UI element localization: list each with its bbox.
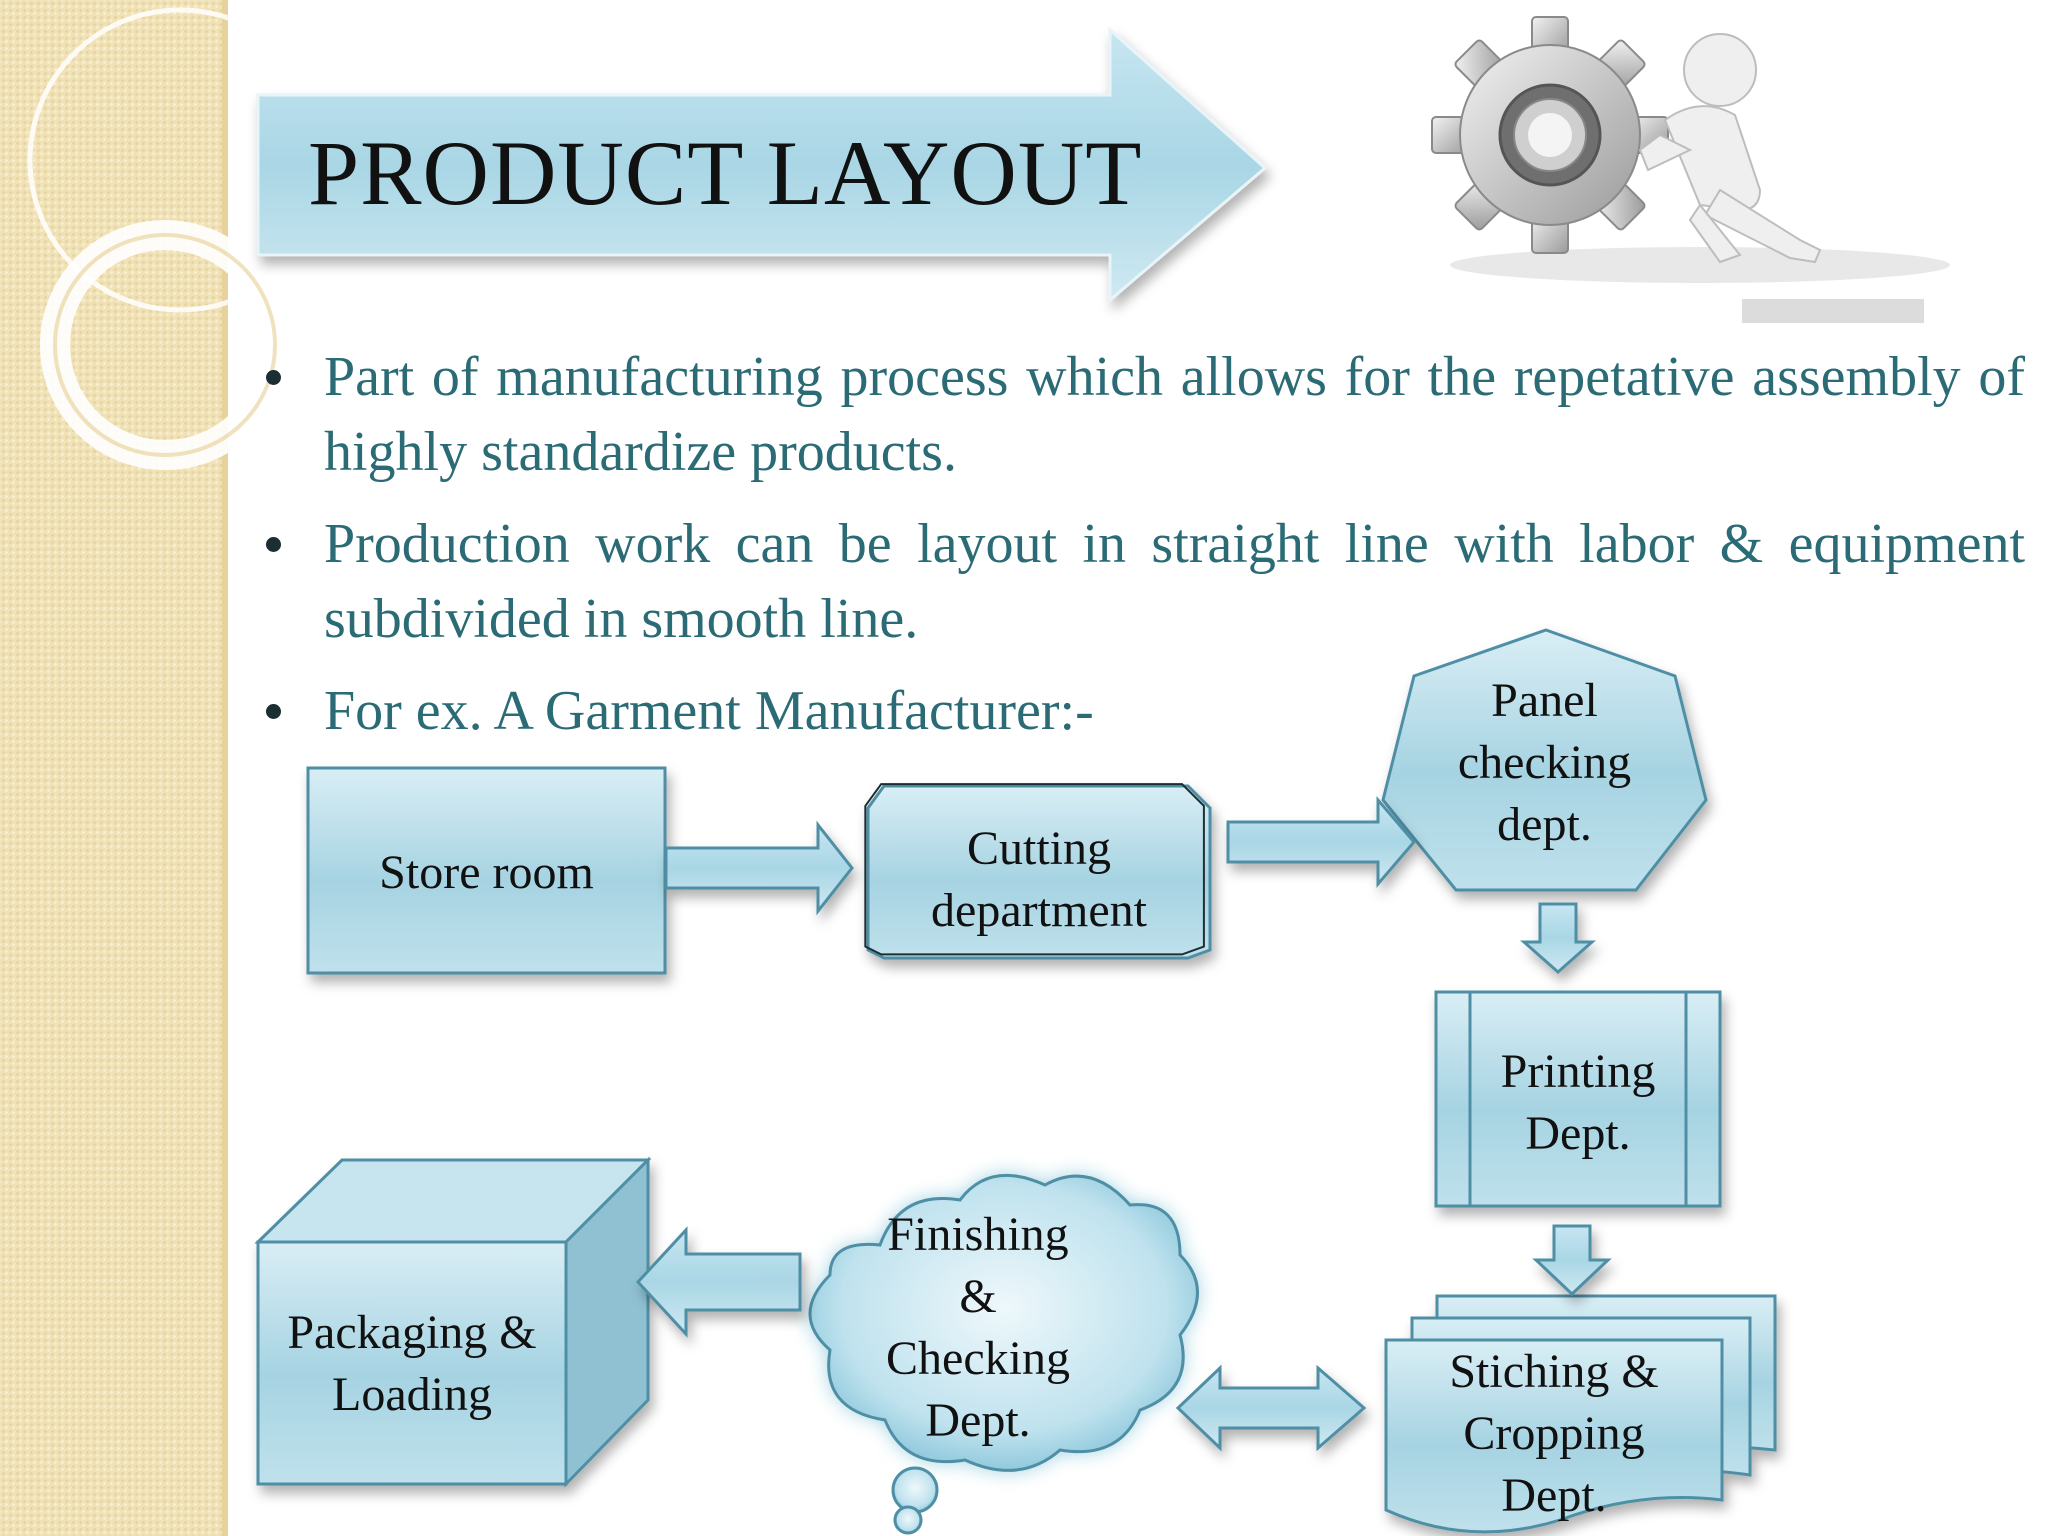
title-banner-arrow [256, 26, 1268, 304]
finishing-cloud-shape [808, 1173, 1199, 1535]
bullet-item: For ex. A Garment Manufacturer:- [260, 674, 2025, 749]
gear-pusher-illustration [1431, 16, 1950, 283]
cutting-department-box [864, 783, 1212, 960]
arrow-stiching-finishing-bidirectional [1175, 1364, 1367, 1452]
bullet-item: Part of manufacturing process which allo… [260, 340, 2025, 490]
packaging-label: Packaging &Loading [287, 1306, 537, 1421]
bullet-text: Part of manufacturing process which allo… [324, 346, 2025, 483]
arrow-printing-to-stiching [1532, 1224, 1612, 1297]
bullet-dot-icon [266, 704, 281, 719]
arrow-panel-to-printing [1520, 902, 1596, 975]
slide-title: PRODUCT LAYOUT [308, 122, 1143, 224]
bullet-item: Production work can be layout in straigh… [260, 507, 2025, 657]
bullet-text: Production work can be layout in straigh… [324, 513, 2025, 650]
watermark-bar [1742, 299, 1924, 323]
packaging-cube-shape [254, 1156, 652, 1488]
bullet-list: Part of manufacturing process which allo… [260, 340, 2025, 766]
bullet-dot-icon [266, 537, 281, 552]
arrow-store-to-cutting [664, 820, 854, 916]
arrow-cutting-to-panel [1226, 795, 1416, 889]
bullet-text: For ex. A Garment Manufacturer:- [324, 680, 1094, 742]
printing-dept-box [1434, 990, 1722, 1208]
arrow-finishing-to-packaging [635, 1226, 802, 1338]
store-room-box [306, 766, 667, 975]
panel-checking-heptagon [1381, 628, 1708, 892]
sidebar-edge [222, 0, 228, 1536]
stiching-multidocument-shape [1384, 1294, 1777, 1534]
bullet-dot-icon [266, 370, 281, 385]
store-room-label: Store room [379, 846, 594, 899]
